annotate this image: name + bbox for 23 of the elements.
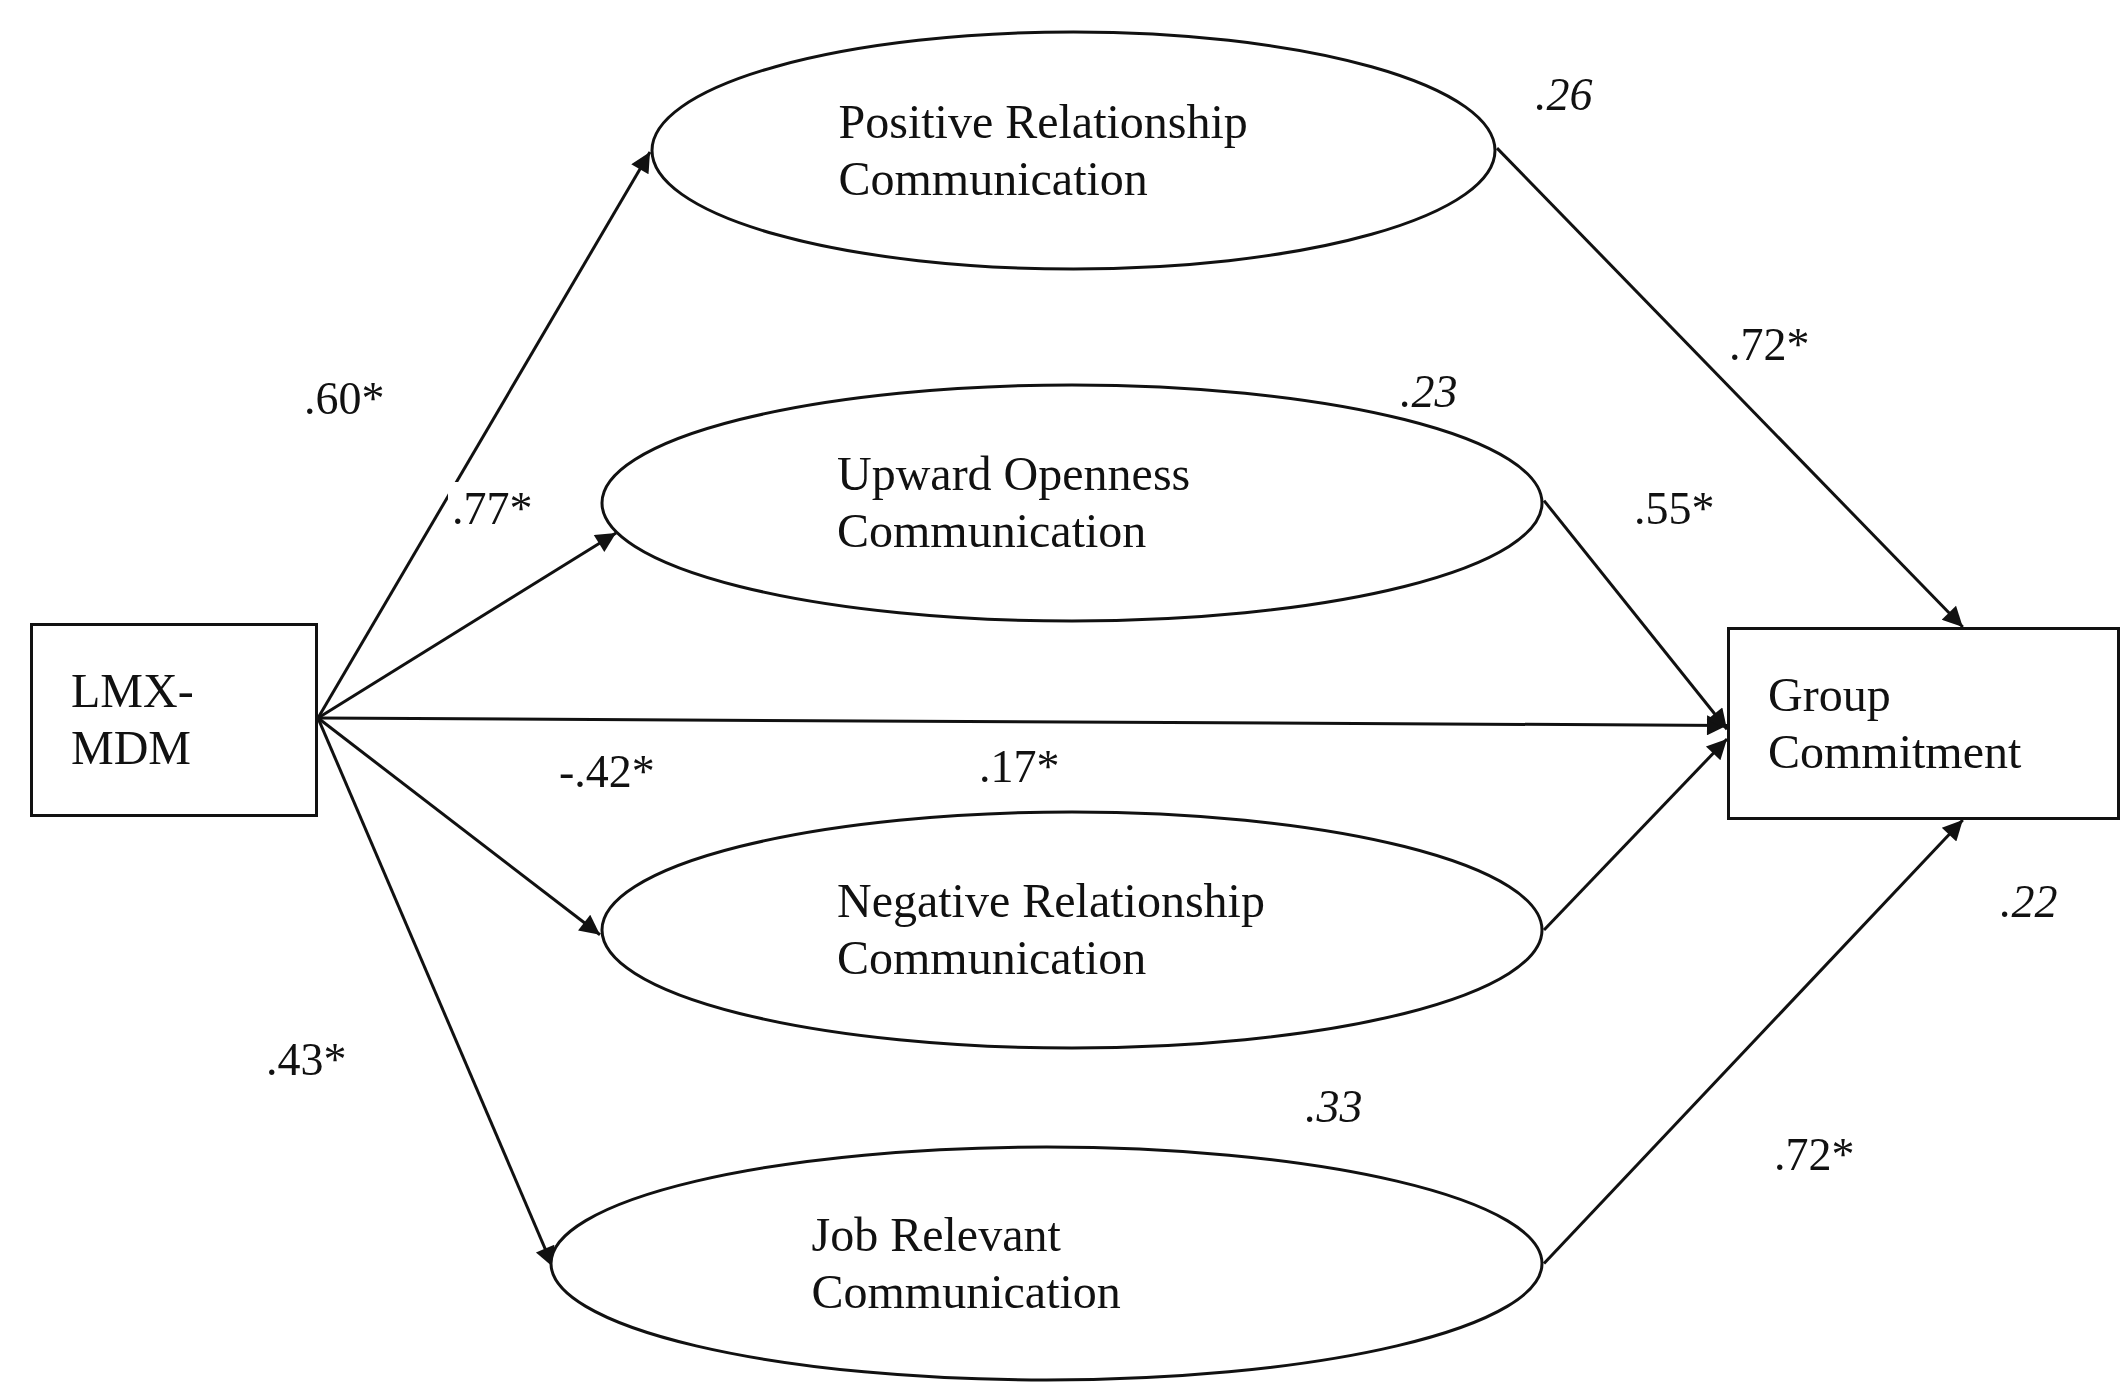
variable-label: Group Commitment (1768, 666, 2023, 780)
variable-label: Negative Relationship Communication (837, 873, 1266, 986)
variable-label: Upward Openness Communication (837, 446, 1192, 559)
arrow (1542, 818, 1964, 1265)
variable-box (30, 623, 318, 817)
arrow (316, 151, 652, 719)
variable-ellipse (650, 30, 1497, 271)
arrow (1542, 499, 1729, 731)
variable-label: Positive Relationship Communication (838, 93, 1249, 207)
variable-label: LMX- MDM (71, 663, 195, 776)
arrow (318, 715, 1727, 736)
r-squared-value: .22 (2000, 875, 2058, 928)
arrow (1542, 737, 1729, 932)
variable-ellipse (549, 1145, 1544, 1382)
variable-label: Job Relevant Communication (811, 1206, 1122, 1320)
arrow (1495, 147, 1964, 629)
r-squared-value: .26 (1535, 68, 1593, 121)
variable-ellipse (600, 810, 1544, 1050)
variable-box (1727, 627, 2120, 820)
r-squared-value: .33 (1305, 1080, 1363, 1133)
arrow (317, 531, 617, 720)
r-squared-value: .23 (1400, 365, 1458, 418)
arrow (317, 716, 601, 936)
